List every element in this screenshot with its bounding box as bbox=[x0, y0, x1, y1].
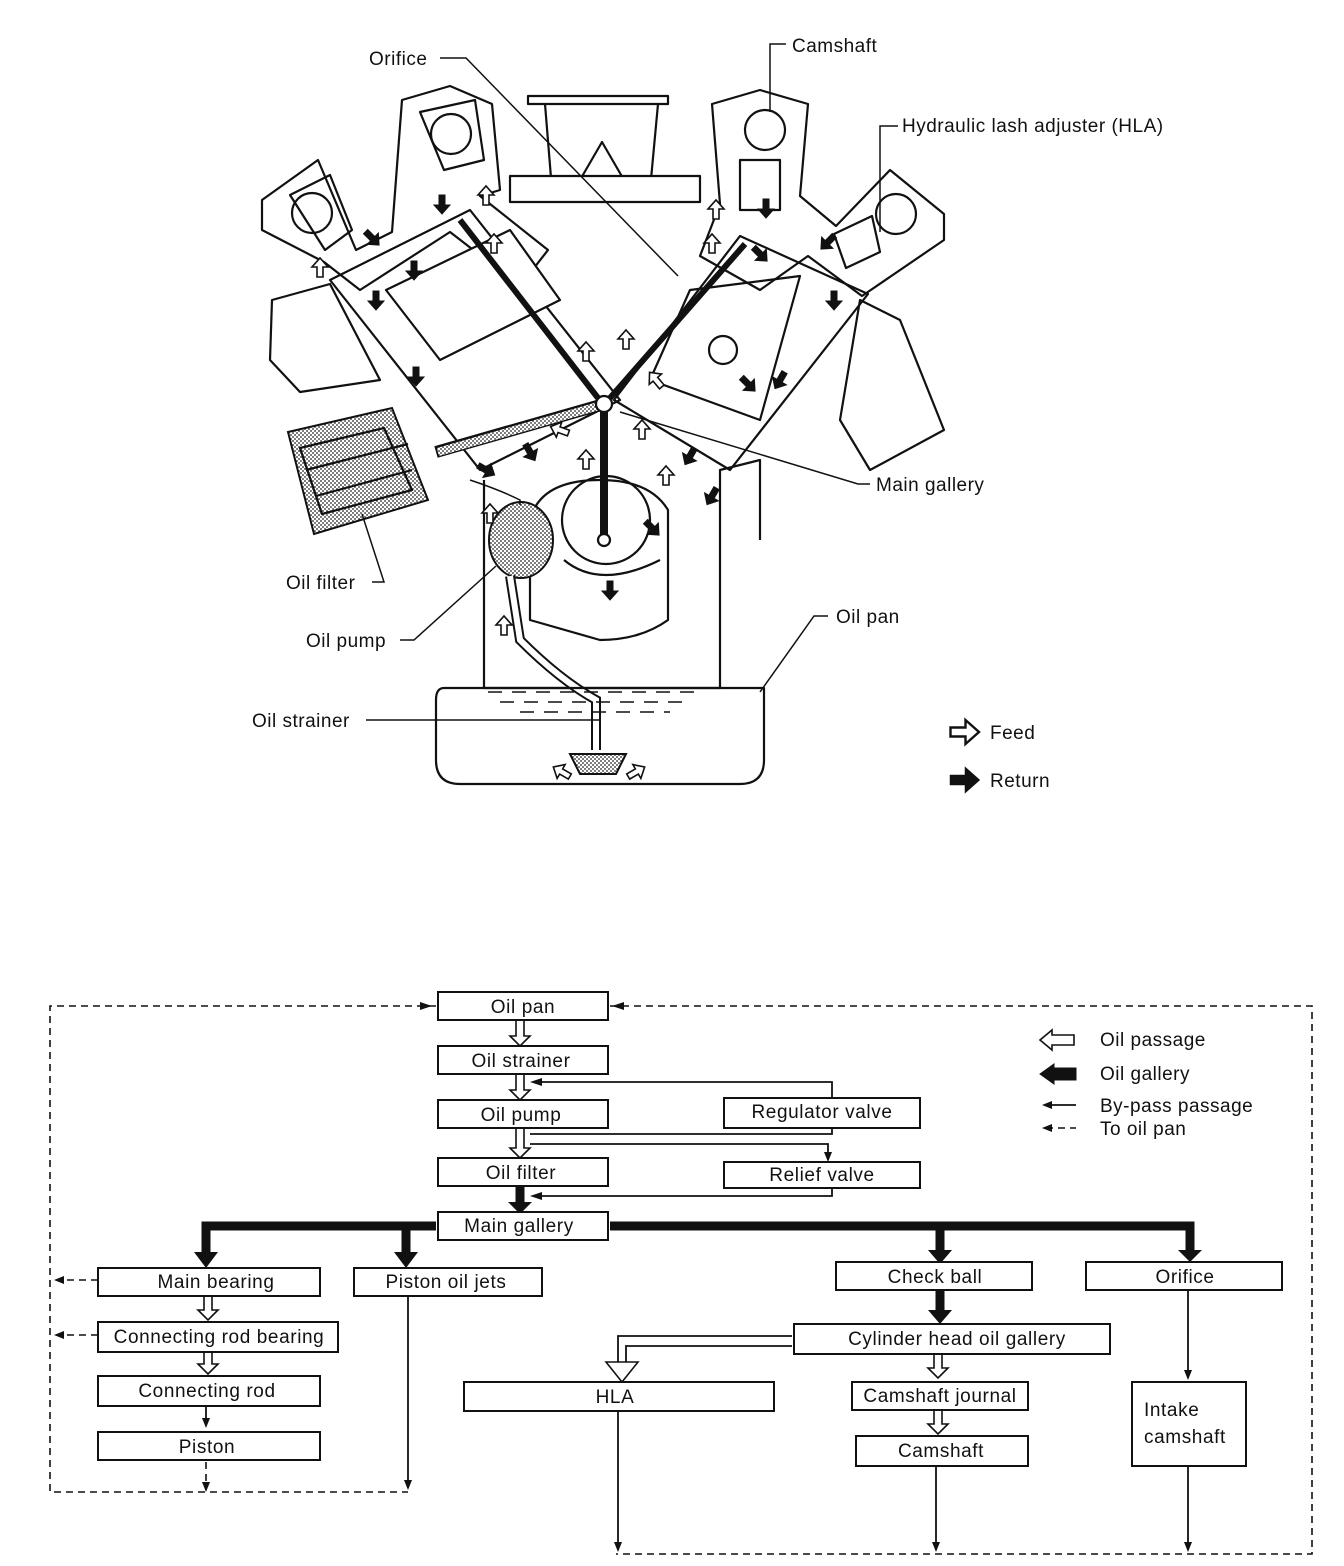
flow-text-hla: HLA bbox=[596, 1387, 635, 1408]
label-camshaft: Camshaft bbox=[792, 36, 878, 57]
oil-filter-leader bbox=[361, 513, 386, 583]
engine-oil-pump bbox=[488, 501, 554, 579]
legend-oil-passage-label: Oil passage bbox=[1100, 1030, 1206, 1051]
label-oil-strainer: Oil strainer bbox=[252, 711, 350, 732]
engine-legend: Feed Return bbox=[949, 718, 1050, 793]
flow-box-connecting-rod: Connecting rod bbox=[97, 1375, 321, 1407]
flow-text-cylinder-head-oil-gallery: Cylinder head oil gallery bbox=[848, 1329, 1066, 1350]
hla-body bbox=[738, 158, 782, 212]
left-intake-camshaft bbox=[429, 112, 473, 156]
flow-box-hla: HLA bbox=[463, 1381, 775, 1412]
flow-box-oil-filter: Oil filter bbox=[437, 1157, 609, 1187]
main-gallery-passage bbox=[434, 394, 614, 548]
flow-text-oil-strainer: Oil strainer bbox=[471, 1051, 570, 1072]
right-camshaft bbox=[743, 108, 787, 152]
feed-legend-icon bbox=[949, 718, 981, 746]
flow-text-check-ball: Check ball bbox=[888, 1267, 983, 1288]
flow-box-cylinder-head-oil-gallery: Cylinder head oil gallery bbox=[793, 1323, 1111, 1355]
flow-text-relief-valve: Relief valve bbox=[769, 1165, 874, 1186]
bypass-lines bbox=[530, 1078, 833, 1200]
piston-pin bbox=[707, 334, 739, 366]
flow-text-main-gallery: Main gallery bbox=[464, 1216, 574, 1237]
left-exhaust-camshaft bbox=[290, 191, 334, 235]
main-gallery-leader bbox=[619, 411, 870, 485]
flow-text-oil-filter: Oil filter bbox=[486, 1163, 556, 1184]
flow-box-main-bearing: Main bearing bbox=[97, 1267, 321, 1297]
flow-box-camshaft-journal: Camshaft journal bbox=[851, 1381, 1029, 1411]
flow-text-intake-camshaft-2: camshaft bbox=[1144, 1427, 1226, 1448]
flow-box-connecting-rod-bearing: Connecting rod bearing bbox=[97, 1321, 339, 1353]
engine-oil-pan bbox=[434, 686, 766, 786]
flow-text-oil-pan: Oil pan bbox=[491, 997, 555, 1018]
right-piston bbox=[648, 274, 802, 422]
oil-gallery-legend-icon bbox=[1039, 1063, 1077, 1085]
hla-leader bbox=[879, 125, 898, 232]
camshaft-leader bbox=[769, 43, 786, 112]
label-main-gallery: Main gallery bbox=[876, 475, 984, 496]
flow-text-oil-pump: Oil pump bbox=[481, 1105, 562, 1126]
oil-flow-chart: Oil pan Oil strainer Oil pump Oil filter… bbox=[49, 991, 1313, 1555]
flow-box-camshaft: Camshaft bbox=[855, 1435, 1029, 1467]
engine-cross-section: Orifice Camshaft Hydraulic lash adjuster… bbox=[252, 36, 1164, 793]
legend-return-label: Return bbox=[990, 771, 1050, 792]
flow-box-orifice: Orifice bbox=[1085, 1261, 1283, 1291]
flow-text-connecting-rod: Connecting rod bbox=[138, 1381, 275, 1402]
crankcase bbox=[482, 458, 762, 690]
orifice-leader bbox=[440, 57, 679, 277]
flow-box-main-gallery: Main gallery bbox=[437, 1211, 609, 1241]
label-orifice: Orifice bbox=[369, 49, 427, 70]
drain-lines bbox=[404, 1290, 1192, 1552]
flow-box-check-ball: Check ball bbox=[835, 1261, 1033, 1291]
flow-text-connecting-rod-bearing: Connecting rod bearing bbox=[114, 1327, 325, 1348]
intake-manifold bbox=[508, 94, 702, 204]
flow-box-piston: Piston bbox=[97, 1431, 321, 1461]
flow-box-oil-pan: Oil pan bbox=[437, 991, 609, 1021]
left-piston bbox=[384, 228, 562, 362]
oil-pump-leader bbox=[400, 565, 497, 641]
flow-box-relief-valve: Relief valve bbox=[723, 1161, 921, 1189]
flow-text-intake-camshaft-1: Intake bbox=[1144, 1400, 1199, 1421]
flow-box-regulator-valve: Regulator valve bbox=[723, 1097, 921, 1129]
flow-text-camshaft-journal: Camshaft journal bbox=[863, 1386, 1016, 1407]
flow-text-piston: Piston bbox=[179, 1437, 235, 1458]
label-oil-pan: Oil pan bbox=[836, 607, 900, 628]
legend-oil-gallery-label: Oil gallery bbox=[1100, 1064, 1190, 1085]
flow-text-camshaft: Camshaft bbox=[898, 1441, 984, 1462]
flow-box-oil-pump: Oil pump bbox=[437, 1099, 609, 1129]
right-cylinder bbox=[607, 234, 946, 472]
label-hla: Hydraulic lash adjuster (HLA) bbox=[902, 116, 1164, 137]
flow-box-intake-camshaft: Intake camshaft bbox=[1131, 1381, 1247, 1467]
label-oil-pump: Oil pump bbox=[306, 631, 386, 652]
return-legend-icon bbox=[949, 767, 980, 793]
legend-feed-label: Feed bbox=[990, 723, 1035, 744]
oil-passage-legend-icon bbox=[1038, 1028, 1075, 1052]
label-oil-filter: Oil filter bbox=[286, 573, 356, 594]
right-exhaust-camshaft bbox=[874, 192, 918, 236]
right-cylinder-head bbox=[698, 88, 946, 298]
flow-text-piston-oil-jets: Piston oil jets bbox=[386, 1272, 507, 1293]
flow-box-oil-strainer: Oil strainer bbox=[437, 1045, 609, 1075]
flow-text-regulator-valve: Regulator valve bbox=[751, 1102, 892, 1123]
flow-text-main-bearing: Main bearing bbox=[157, 1272, 274, 1293]
legend-to-oil-pan-label: To oil pan bbox=[1100, 1119, 1186, 1140]
legend-bypass-label: By-pass passage bbox=[1100, 1096, 1253, 1117]
flow-text-orifice: Orifice bbox=[1155, 1267, 1214, 1288]
oil-gallery-lines bbox=[194, 1186, 1202, 1324]
flow-legend: Oil passage Oil gallery By-pass passage … bbox=[1038, 1028, 1253, 1140]
oil-pan-leader bbox=[759, 615, 828, 693]
return-to-oil-pan-lines bbox=[49, 1002, 1313, 1555]
oil-passage-arrows bbox=[196, 1020, 950, 1436]
engine-leader-lines bbox=[361, 43, 898, 721]
left-cylinder bbox=[268, 208, 622, 472]
flow-box-piston-oil-jets: Piston oil jets bbox=[353, 1267, 543, 1297]
engine-oil-filter bbox=[286, 406, 430, 536]
engine-oil-strainer bbox=[469, 479, 628, 775]
